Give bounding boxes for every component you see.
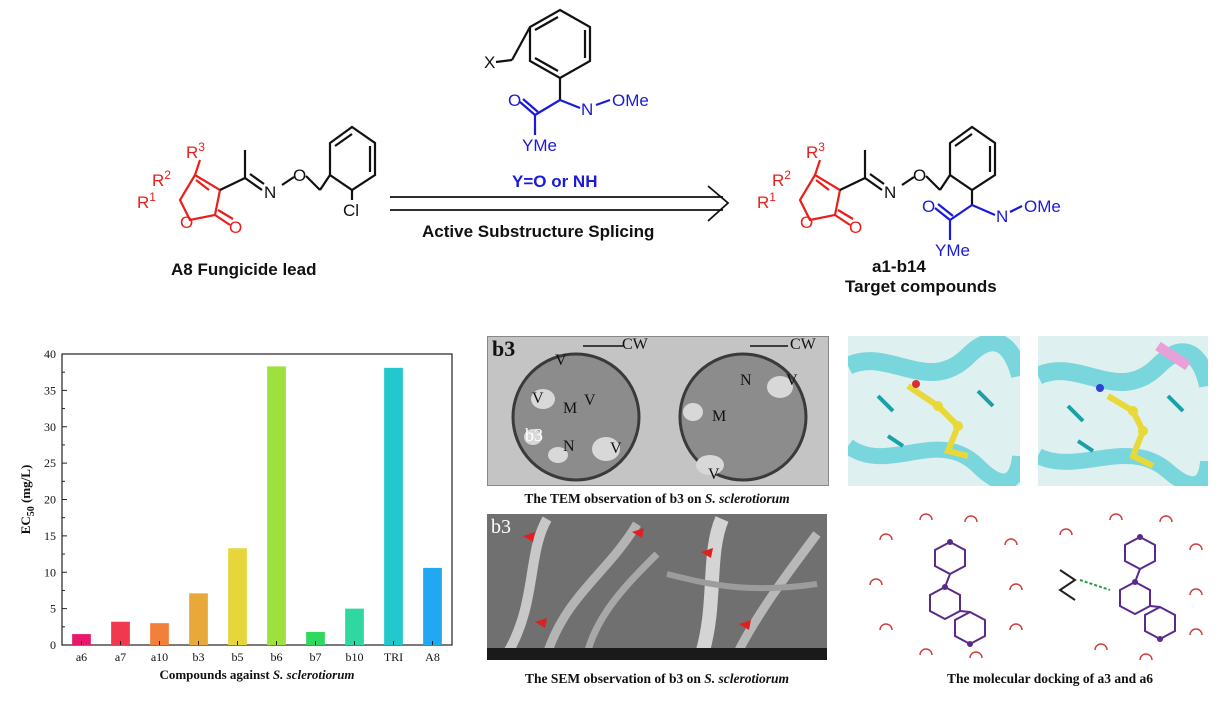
y-tick-label: 25 [44, 456, 56, 470]
target-structure [798, 159, 854, 226]
x-tick-label: b7 [310, 650, 322, 664]
x-tick-label: a6 [76, 650, 87, 664]
tem-label-m-1: M [563, 400, 578, 417]
condition-y: Y=O or NH [512, 172, 598, 191]
docking-2d-a6 [1040, 510, 1210, 670]
bar-b10 [345, 608, 364, 645]
y-tick-label: 35 [44, 383, 56, 397]
tem-label-v-5: V [786, 372, 798, 389]
target-label-2: Target compounds [845, 277, 997, 296]
tem-label-v-6: V [708, 466, 720, 483]
docking-3d-a3 [843, 333, 1029, 490]
docking-3d-a6 [1033, 336, 1217, 493]
bar-A8 [423, 567, 442, 645]
y-tick-label: 30 [44, 420, 56, 434]
x-tick-label: b10 [346, 650, 364, 664]
target-n2: N [996, 207, 1008, 226]
tem-label-cw-2: CW [790, 336, 816, 353]
tem-label-v-1: V [555, 352, 567, 369]
sem-micrograph [487, 514, 827, 660]
tem-label-n-1: N [563, 438, 575, 455]
lead-r2: R2 [152, 168, 171, 190]
bar-a6 [72, 634, 91, 645]
reagent-yme: YMe [522, 136, 557, 155]
bar-a10 [150, 623, 169, 645]
reagent-n: N [581, 100, 593, 119]
reagent-structure [495, 8, 592, 100]
x-tick-label: a7 [115, 650, 126, 664]
docking-caption: The molecular docking of a3 and a6 [946, 671, 1154, 686]
tem-label-m-2: M [712, 408, 727, 425]
target-n: N [884, 183, 896, 202]
x-axis-label: Compounds against S. sclerotiorum [159, 667, 354, 682]
y-tick-label: 10 [44, 565, 56, 579]
y-axis-label: EC50 (mg/L) [18, 465, 37, 535]
reaction-scheme: X N OMe O YMe Y=O or NH Active Substruct… [137, 8, 1061, 296]
bar-TRI [384, 367, 403, 645]
tem-tag: b3 [492, 336, 516, 361]
tem-label-n-2: N [740, 372, 752, 389]
reagent-o: O [508, 91, 521, 110]
reagent-ome: OMe [612, 91, 649, 110]
lead-o: O [293, 166, 306, 185]
target-r1: R1 [757, 190, 776, 212]
lead-label: A8 Fungicide lead [171, 260, 316, 279]
target-yme: YMe [935, 241, 970, 260]
target-o: O [913, 166, 926, 185]
y-tick-label: 40 [44, 347, 56, 361]
bar-b7 [306, 631, 325, 645]
tem-caption: The TEM observation of b3 on S. scleroti… [524, 491, 790, 506]
x-tick-label: b5 [232, 650, 244, 664]
target-ring-o: O [800, 213, 813, 232]
lead-cl: Cl [343, 201, 359, 220]
sem-caption: The SEM observation of b3 on S. scleroti… [524, 671, 790, 686]
x-tick-label: b3 [193, 650, 205, 664]
tem-label-v-4: V [610, 440, 622, 457]
x-tick-label: b6 [271, 650, 283, 664]
arrow-label: Active Substructure Splicing [422, 222, 654, 241]
x-tick-label: A8 [425, 650, 440, 664]
y-tick-label: 15 [44, 529, 56, 543]
lead-r1: R1 [137, 190, 156, 212]
lead-structure [178, 159, 234, 226]
lead-carbonyl-o: O [229, 218, 242, 237]
target-o2: O [922, 197, 935, 216]
sem-image [487, 514, 827, 660]
bar-a7 [111, 621, 130, 645]
target-carbonyl-o: O [849, 218, 862, 237]
reagent-x: X [484, 53, 495, 72]
lead-ring-o: O [180, 213, 193, 232]
target-label-1: a1-b14 [872, 257, 926, 276]
x-tick-label: TRI [384, 650, 403, 664]
target-ome: OMe [1024, 197, 1061, 216]
bar-b5 [228, 548, 247, 645]
lead-n: N [264, 183, 276, 202]
ec50-bar-chart: 0 5 10 15 20 25 30 35 40 a6 a7 a10 b3 b5 b6 b7 b10 TRI A8 E… [18, 347, 453, 682]
y-tick-label: 20 [44, 493, 56, 507]
tem-label-v-3: V [584, 392, 596, 409]
tem-micrograph [488, 337, 828, 485]
y-tick-label: 5 [50, 602, 56, 616]
target-r2: R2 [772, 168, 791, 190]
reaction-arrow [390, 185, 730, 222]
target-r3: R3 [806, 140, 825, 162]
tem-image [487, 336, 829, 486]
tem-label-v-2: V [532, 390, 544, 407]
bar-b3 [189, 593, 208, 645]
lead-r3: R3 [186, 140, 205, 162]
x-tick-label: a10 [151, 650, 168, 664]
tem-inner-tag: b3 [525, 425, 543, 445]
docking-2d-a3 [860, 510, 1030, 670]
tem-label-cw-1: CW [622, 336, 648, 353]
bar-b6 [267, 366, 286, 645]
sem-tag: b3 [491, 516, 511, 538]
y-tick-label: 0 [50, 638, 56, 652]
